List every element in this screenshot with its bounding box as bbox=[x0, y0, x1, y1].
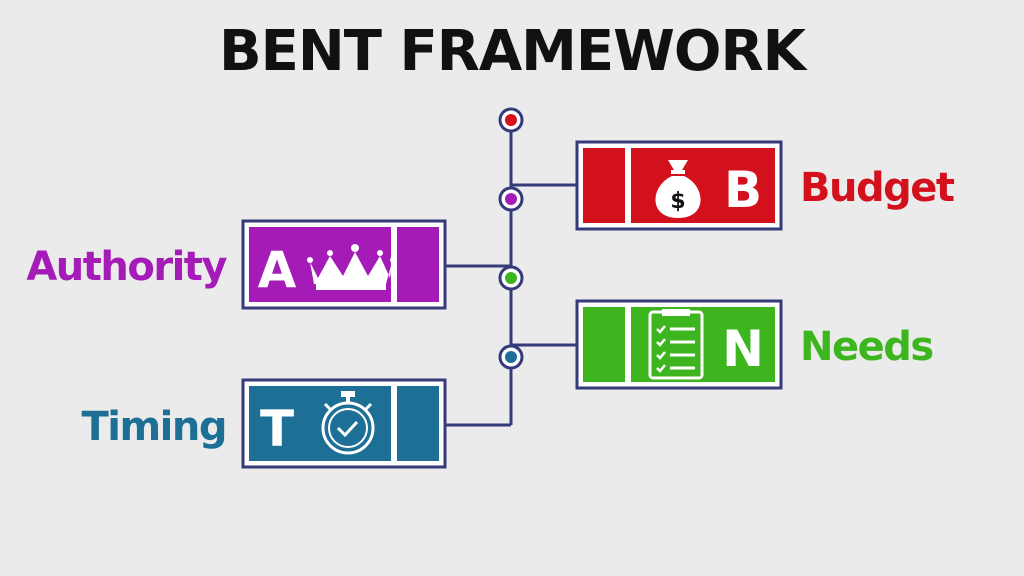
label-budget: Budget bbox=[800, 165, 955, 211]
label-timing: Timing bbox=[81, 404, 228, 450]
node-top bbox=[498, 107, 524, 133]
node-authority bbox=[498, 265, 524, 291]
money-bag-icon: $ bbox=[655, 160, 701, 218]
authority-letter: A bbox=[258, 241, 297, 299]
label-authority: Authority bbox=[26, 244, 227, 290]
node-needs bbox=[498, 344, 524, 370]
budget-letter: B bbox=[724, 161, 762, 219]
checklist-icon bbox=[648, 309, 704, 380]
authority-box bbox=[241, 219, 447, 310]
crown-icon bbox=[307, 244, 396, 290]
needs-letter: N bbox=[722, 320, 764, 378]
node-budget bbox=[498, 186, 524, 212]
timing-letter: T bbox=[260, 400, 294, 458]
dollar-sign: $ bbox=[670, 189, 685, 214]
page-title: BENT FRAMEWORK bbox=[218, 19, 806, 84]
label-needs: Needs bbox=[800, 324, 934, 370]
stopwatch-icon bbox=[321, 391, 375, 455]
